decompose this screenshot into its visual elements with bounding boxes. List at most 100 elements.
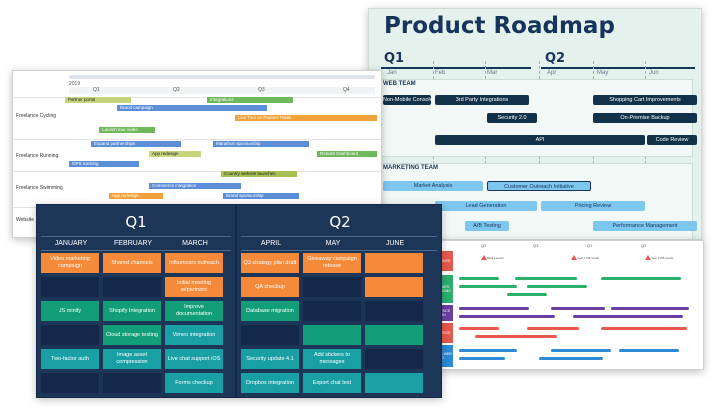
task-card-empty[interactable] bbox=[41, 373, 99, 393]
task-card[interactable]: Security update 4.1 bbox=[241, 349, 299, 369]
swim-bar[interactable] bbox=[601, 327, 687, 330]
task-card[interactable]: Dropbox integration bbox=[241, 373, 299, 393]
task-card-empty[interactable] bbox=[41, 277, 99, 297]
task-card[interactable]: Video marketing campaign bbox=[41, 253, 99, 273]
gantt-bar[interactable]: Integrations bbox=[207, 97, 293, 103]
gantt-bar[interactable]: Launch tour video bbox=[99, 127, 155, 133]
gantt-quarter: Q1 bbox=[93, 87, 100, 93]
swim-bar[interactable] bbox=[611, 307, 689, 310]
gantt-bar[interactable]: Commerce integration bbox=[149, 183, 241, 189]
task-card-empty[interactable] bbox=[365, 373, 423, 393]
swim-bar[interactable] bbox=[573, 315, 683, 318]
task-card-empty[interactable] bbox=[365, 277, 423, 297]
gantt-bar[interactable]: GPS tracking bbox=[69, 161, 139, 167]
roadmap-bar[interactable]: API bbox=[435, 135, 645, 145]
task-card-empty[interactable] bbox=[365, 301, 423, 321]
task-card[interactable]: Export chat test bbox=[303, 373, 361, 393]
milestone-label: Year 1 KB Goals bbox=[577, 256, 600, 260]
roadmap-bar[interactable]: Market Analysis bbox=[383, 181, 483, 191]
task-card-empty[interactable] bbox=[365, 349, 423, 369]
gantt-bar[interactable]: App redesign bbox=[149, 151, 201, 157]
roadmap-bar[interactable]: On-Premise Backup bbox=[593, 113, 697, 123]
swim-quarter: Q2 bbox=[641, 243, 647, 248]
product-roadmap-card[interactable]: Product Roadmap Q1 Q2 Jan Feb Mar Apr Ma… bbox=[368, 8, 702, 240]
roadmap-title: Product Roadmap bbox=[384, 13, 615, 39]
task-card[interactable]: Initial meeting w/partners bbox=[165, 277, 223, 297]
task-card-empty[interactable] bbox=[365, 325, 423, 345]
roadmap-bar[interactable]: Customer Outreach Initiative bbox=[487, 181, 591, 191]
quarter-divider bbox=[235, 205, 237, 397]
task-card[interactable]: Forms checkup bbox=[165, 373, 223, 393]
swim-bar[interactable] bbox=[459, 285, 517, 288]
task-card[interactable]: Database migration bbox=[241, 301, 299, 321]
roadmap-q2-line bbox=[541, 67, 695, 69]
task-card[interactable]: QA checkup bbox=[241, 277, 299, 297]
gantt-bar[interactable]: Expand partnerships bbox=[91, 141, 181, 147]
board-q1-title: Q1 bbox=[125, 213, 147, 231]
gantt-bar[interactable]: Brand sponsorship bbox=[223, 193, 299, 199]
task-card[interactable]: Influencers outreach bbox=[165, 253, 223, 273]
task-card[interactable]: Shared channels bbox=[103, 253, 161, 273]
task-card-empty[interactable] bbox=[303, 325, 361, 345]
swim-bar[interactable] bbox=[459, 277, 499, 280]
task-card-empty[interactable] bbox=[41, 325, 99, 345]
swim-bar[interactable] bbox=[619, 349, 679, 352]
month-header: APRIL bbox=[260, 240, 282, 247]
roadmap-bar[interactable]: 3rd Party Integrations bbox=[435, 95, 529, 105]
gantt-bar[interactable]: Country website launches bbox=[221, 171, 297, 177]
gantt-bar[interactable]: Marathon sponsorship bbox=[213, 141, 309, 147]
timeline-scrollbar[interactable] bbox=[69, 75, 375, 79]
roadmap-bar[interactable]: Code Review bbox=[647, 135, 697, 145]
roadmap-bar[interactable]: Lead Generation bbox=[435, 201, 537, 211]
gantt-bar[interactable]: Partner portal bbox=[65, 97, 131, 103]
swim-bar[interactable] bbox=[459, 349, 517, 352]
swim-bar[interactable] bbox=[539, 357, 603, 360]
swim-bar[interactable] bbox=[527, 285, 587, 288]
roadmap-month: Jan bbox=[387, 70, 397, 76]
task-card-empty[interactable] bbox=[241, 325, 299, 345]
swim-bar[interactable] bbox=[507, 293, 547, 296]
task-card-empty[interactable] bbox=[303, 277, 361, 297]
q2-underline bbox=[241, 236, 437, 237]
task-card[interactable]: Shopify Integration bbox=[103, 301, 161, 321]
roadmap-bar[interactable]: A/B Testing bbox=[465, 221, 509, 231]
swim-bar[interactable] bbox=[459, 307, 529, 310]
task-card[interactable]: JS minify bbox=[41, 301, 99, 321]
swim-bar[interactable] bbox=[551, 349, 611, 352]
task-card-empty[interactable] bbox=[365, 253, 423, 273]
task-card[interactable]: Cloud storage testing bbox=[103, 325, 161, 345]
gantt-bar[interactable]: Results Dashboard bbox=[317, 151, 377, 157]
gantt-bar[interactable]: Brand campaign bbox=[117, 105, 267, 111]
roadmap-bar[interactable]: Pricing Review bbox=[541, 201, 645, 211]
gantt-bar[interactable]: App redesign bbox=[109, 193, 163, 199]
task-card[interactable]: Giveaway campaign release bbox=[303, 253, 361, 273]
task-card-empty[interactable] bbox=[303, 301, 361, 321]
swim-bar[interactable] bbox=[459, 357, 505, 360]
task-card-empty[interactable] bbox=[103, 277, 161, 297]
swim-bar[interactable] bbox=[459, 315, 555, 318]
task-card[interactable]: Image asset compression bbox=[103, 349, 161, 369]
swim-bar[interactable] bbox=[459, 327, 499, 330]
task-card[interactable]: Vimeo integration bbox=[165, 325, 223, 345]
roadmap-bar[interactable]: Security 2.0 bbox=[487, 113, 537, 123]
task-card[interactable]: Two-factor auth bbox=[41, 349, 99, 369]
task-card-empty[interactable] bbox=[103, 373, 161, 393]
task-card[interactable]: Improve documentation bbox=[165, 301, 223, 321]
roadmap-q2-label: Q2 bbox=[545, 51, 566, 66]
gantt-bar[interactable]: Live Tour as Partner Trade bbox=[235, 115, 377, 121]
milestone-flag-icon bbox=[571, 255, 577, 260]
swim-bar[interactable] bbox=[527, 327, 579, 330]
gantt-lane bbox=[13, 171, 381, 172]
roadmap-bar[interactable]: Shopping Cart Improvements bbox=[593, 95, 697, 105]
swim-bar[interactable] bbox=[475, 335, 557, 338]
roadmap-bar[interactable]: Performance Management bbox=[593, 221, 697, 231]
task-card[interactable]: Live chat support iOS bbox=[165, 349, 223, 369]
swim-bar[interactable] bbox=[601, 277, 681, 280]
swim-bar[interactable] bbox=[515, 277, 577, 280]
swimlane-card[interactable]: Q2 Q3 Q1 Q2 MILESTONES CUSTOMER ONBOARDI… bbox=[422, 240, 704, 370]
swim-bar[interactable] bbox=[551, 307, 605, 310]
roadmap-bar[interactable]: Non-Mobile Console bbox=[383, 95, 431, 105]
quarter-board-card[interactable]: Q1 Q2 JANUARY FEBRUARY MARCH APRIL MAY J… bbox=[36, 204, 442, 398]
task-card[interactable]: Q3 strategy plan draft bbox=[241, 253, 299, 273]
task-card[interactable]: Add stickers to messages bbox=[303, 349, 361, 369]
